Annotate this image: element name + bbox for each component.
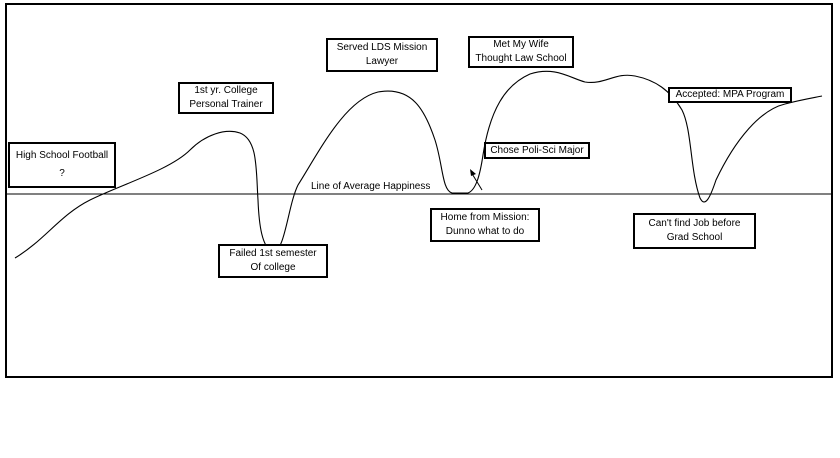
event-line: Lawyer [365,56,399,67]
event-line: Thought Law School [475,53,567,64]
event-line: Served LDS Mission [336,42,428,53]
event-line: Chose Poli-Sci Major [490,144,584,156]
event-no-job: Can't find Job before Grad School [633,213,756,249]
event-line: 1st yr. College [194,85,258,96]
diagram-frame [5,3,833,378]
event-line: Dunno what to do [445,226,525,237]
event-line: Accepted: MPA Program [675,89,785,100]
poli-sci-pointer-arrowhead [470,169,476,176]
event-failed-semester: Failed 1st semester Of college [218,244,328,278]
event-poli-sci: Chose Poli-Sci Major [484,142,590,159]
event-lds-mission: Served LDS Mission Lawyer [326,38,438,72]
event-line: Home from Mission: [440,212,530,223]
event-high-school-football: High School Football ? [8,142,116,188]
event-line: Can't find Job before [648,218,741,229]
event-mpa-program: Accepted: MPA Program [668,87,792,103]
event-met-wife: Met My Wife Thought Law School [468,36,574,68]
event-line: Failed 1st semester [229,248,317,259]
event-line: Of college [250,262,296,273]
event-line: Met My Wife [493,39,549,50]
event-home-from-mission: Home from Mission: Dunno what to do [430,208,540,242]
event-line: ? [59,168,65,179]
event-personal-trainer: 1st yr. College Personal Trainer [178,82,274,114]
event-line: Personal Trainer [189,99,263,110]
event-line: High School Football [15,150,109,161]
happiness-curve [14,70,823,259]
event-line: Grad School [666,232,723,243]
average-happiness-label: Line of Average Happiness [311,181,431,192]
